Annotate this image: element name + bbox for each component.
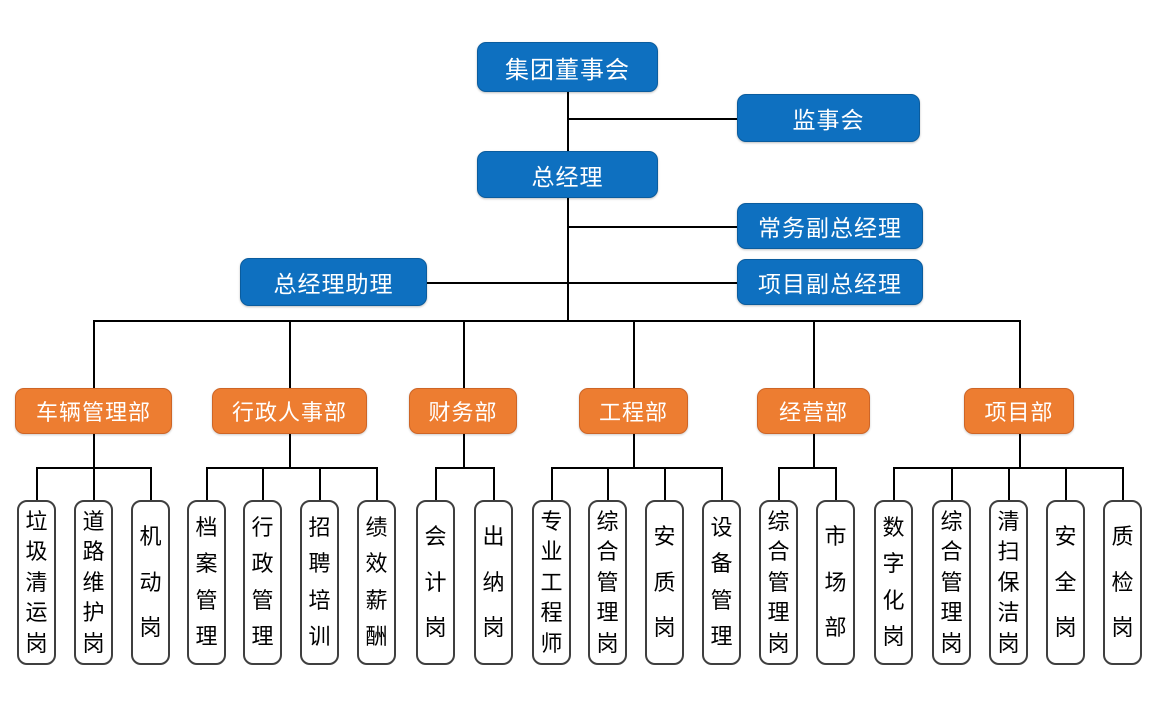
position-comprehensive-mgmt-project: 综合管理岗	[932, 500, 971, 665]
position-safety-quality: 安质岗	[645, 500, 684, 665]
connector-line	[813, 434, 815, 467]
connector-line	[427, 282, 737, 284]
position-performance-compensation: 绩效薪酬	[357, 500, 396, 665]
connector-line	[567, 118, 737, 120]
connector-line	[206, 467, 208, 500]
connector-line	[778, 467, 780, 500]
connector-line	[1019, 434, 1021, 467]
connector-line	[150, 467, 152, 500]
connector-line	[567, 226, 737, 228]
connector-line	[289, 320, 291, 388]
position-safety: 安全岗	[1046, 500, 1085, 665]
connector-line	[633, 434, 635, 467]
node-gm-assistant: 总经理助理	[240, 258, 427, 306]
connector-line	[813, 320, 815, 388]
connector-line	[319, 467, 321, 500]
position-quality-inspection: 质检岗	[1103, 500, 1142, 665]
node-supervisory-board: 监事会	[737, 94, 920, 142]
position-garbage-removal: 垃圾清运岗	[17, 500, 56, 665]
connector-line	[463, 320, 465, 388]
position-comprehensive-mgmt-engineering: 综合管理岗	[588, 500, 627, 665]
dept-finance: 财务部	[409, 388, 517, 434]
position-equipment-management: 设备管理	[702, 500, 741, 665]
position-road-maintenance: 道路维护岗	[74, 500, 113, 665]
position-market-department: 市场部	[816, 500, 855, 665]
node-executive-deputy-gm: 常务副总经理	[737, 203, 923, 249]
connector-line	[1065, 467, 1067, 500]
position-comprehensive-mgmt-operations: 综合管理岗	[759, 500, 798, 665]
position-cleaning: 清扫保洁岗	[989, 500, 1028, 665]
position-archives-management: 档案管理	[187, 500, 226, 665]
connector-line	[951, 467, 953, 500]
connector-line	[93, 320, 1019, 322]
connector-line	[206, 467, 376, 469]
connector-line	[36, 467, 38, 500]
dept-engineering: 工程部	[579, 388, 688, 434]
connector-line	[1019, 320, 1021, 388]
connector-line	[93, 434, 95, 467]
connector-line	[93, 467, 95, 500]
dept-operations: 经营部	[757, 388, 870, 434]
position-digitalization: 数字化岗	[874, 500, 913, 665]
position-mobile: 机动岗	[131, 500, 170, 665]
node-project-deputy-gm: 项目副总经理	[737, 259, 923, 305]
connector-line	[893, 467, 895, 500]
connector-line	[633, 320, 635, 388]
position-cashier: 出纳岗	[474, 500, 513, 665]
connector-line	[567, 198, 569, 320]
connector-line	[551, 467, 721, 469]
connector-line	[289, 434, 291, 467]
connector-line	[835, 467, 837, 500]
node-group-board: 集团董事会	[477, 42, 658, 92]
connector-line	[607, 467, 609, 500]
dept-vehicle-management: 车辆管理部	[15, 388, 172, 434]
dept-admin-hr: 行政人事部	[212, 388, 367, 434]
connector-line	[567, 92, 569, 151]
connector-line	[1008, 467, 1010, 500]
connector-line	[778, 467, 836, 469]
position-admin-management: 行政管理	[243, 500, 282, 665]
connector-line	[1122, 467, 1124, 500]
position-accounting: 会计岗	[416, 500, 455, 665]
node-general-manager: 总经理	[477, 151, 658, 198]
connector-line	[435, 467, 437, 500]
connector-line	[721, 467, 723, 500]
dept-project: 项目部	[964, 388, 1074, 434]
connector-line	[93, 320, 95, 388]
connector-line	[435, 467, 493, 469]
connector-line	[493, 467, 495, 500]
connector-line	[463, 434, 465, 467]
connector-line	[664, 467, 666, 500]
position-recruitment-training: 招聘培训	[300, 500, 339, 665]
connector-line	[893, 467, 1122, 469]
connector-line	[551, 467, 553, 500]
connector-line	[262, 467, 264, 500]
position-professional-engineer: 专业工程师	[532, 500, 571, 665]
connector-line	[376, 467, 378, 500]
